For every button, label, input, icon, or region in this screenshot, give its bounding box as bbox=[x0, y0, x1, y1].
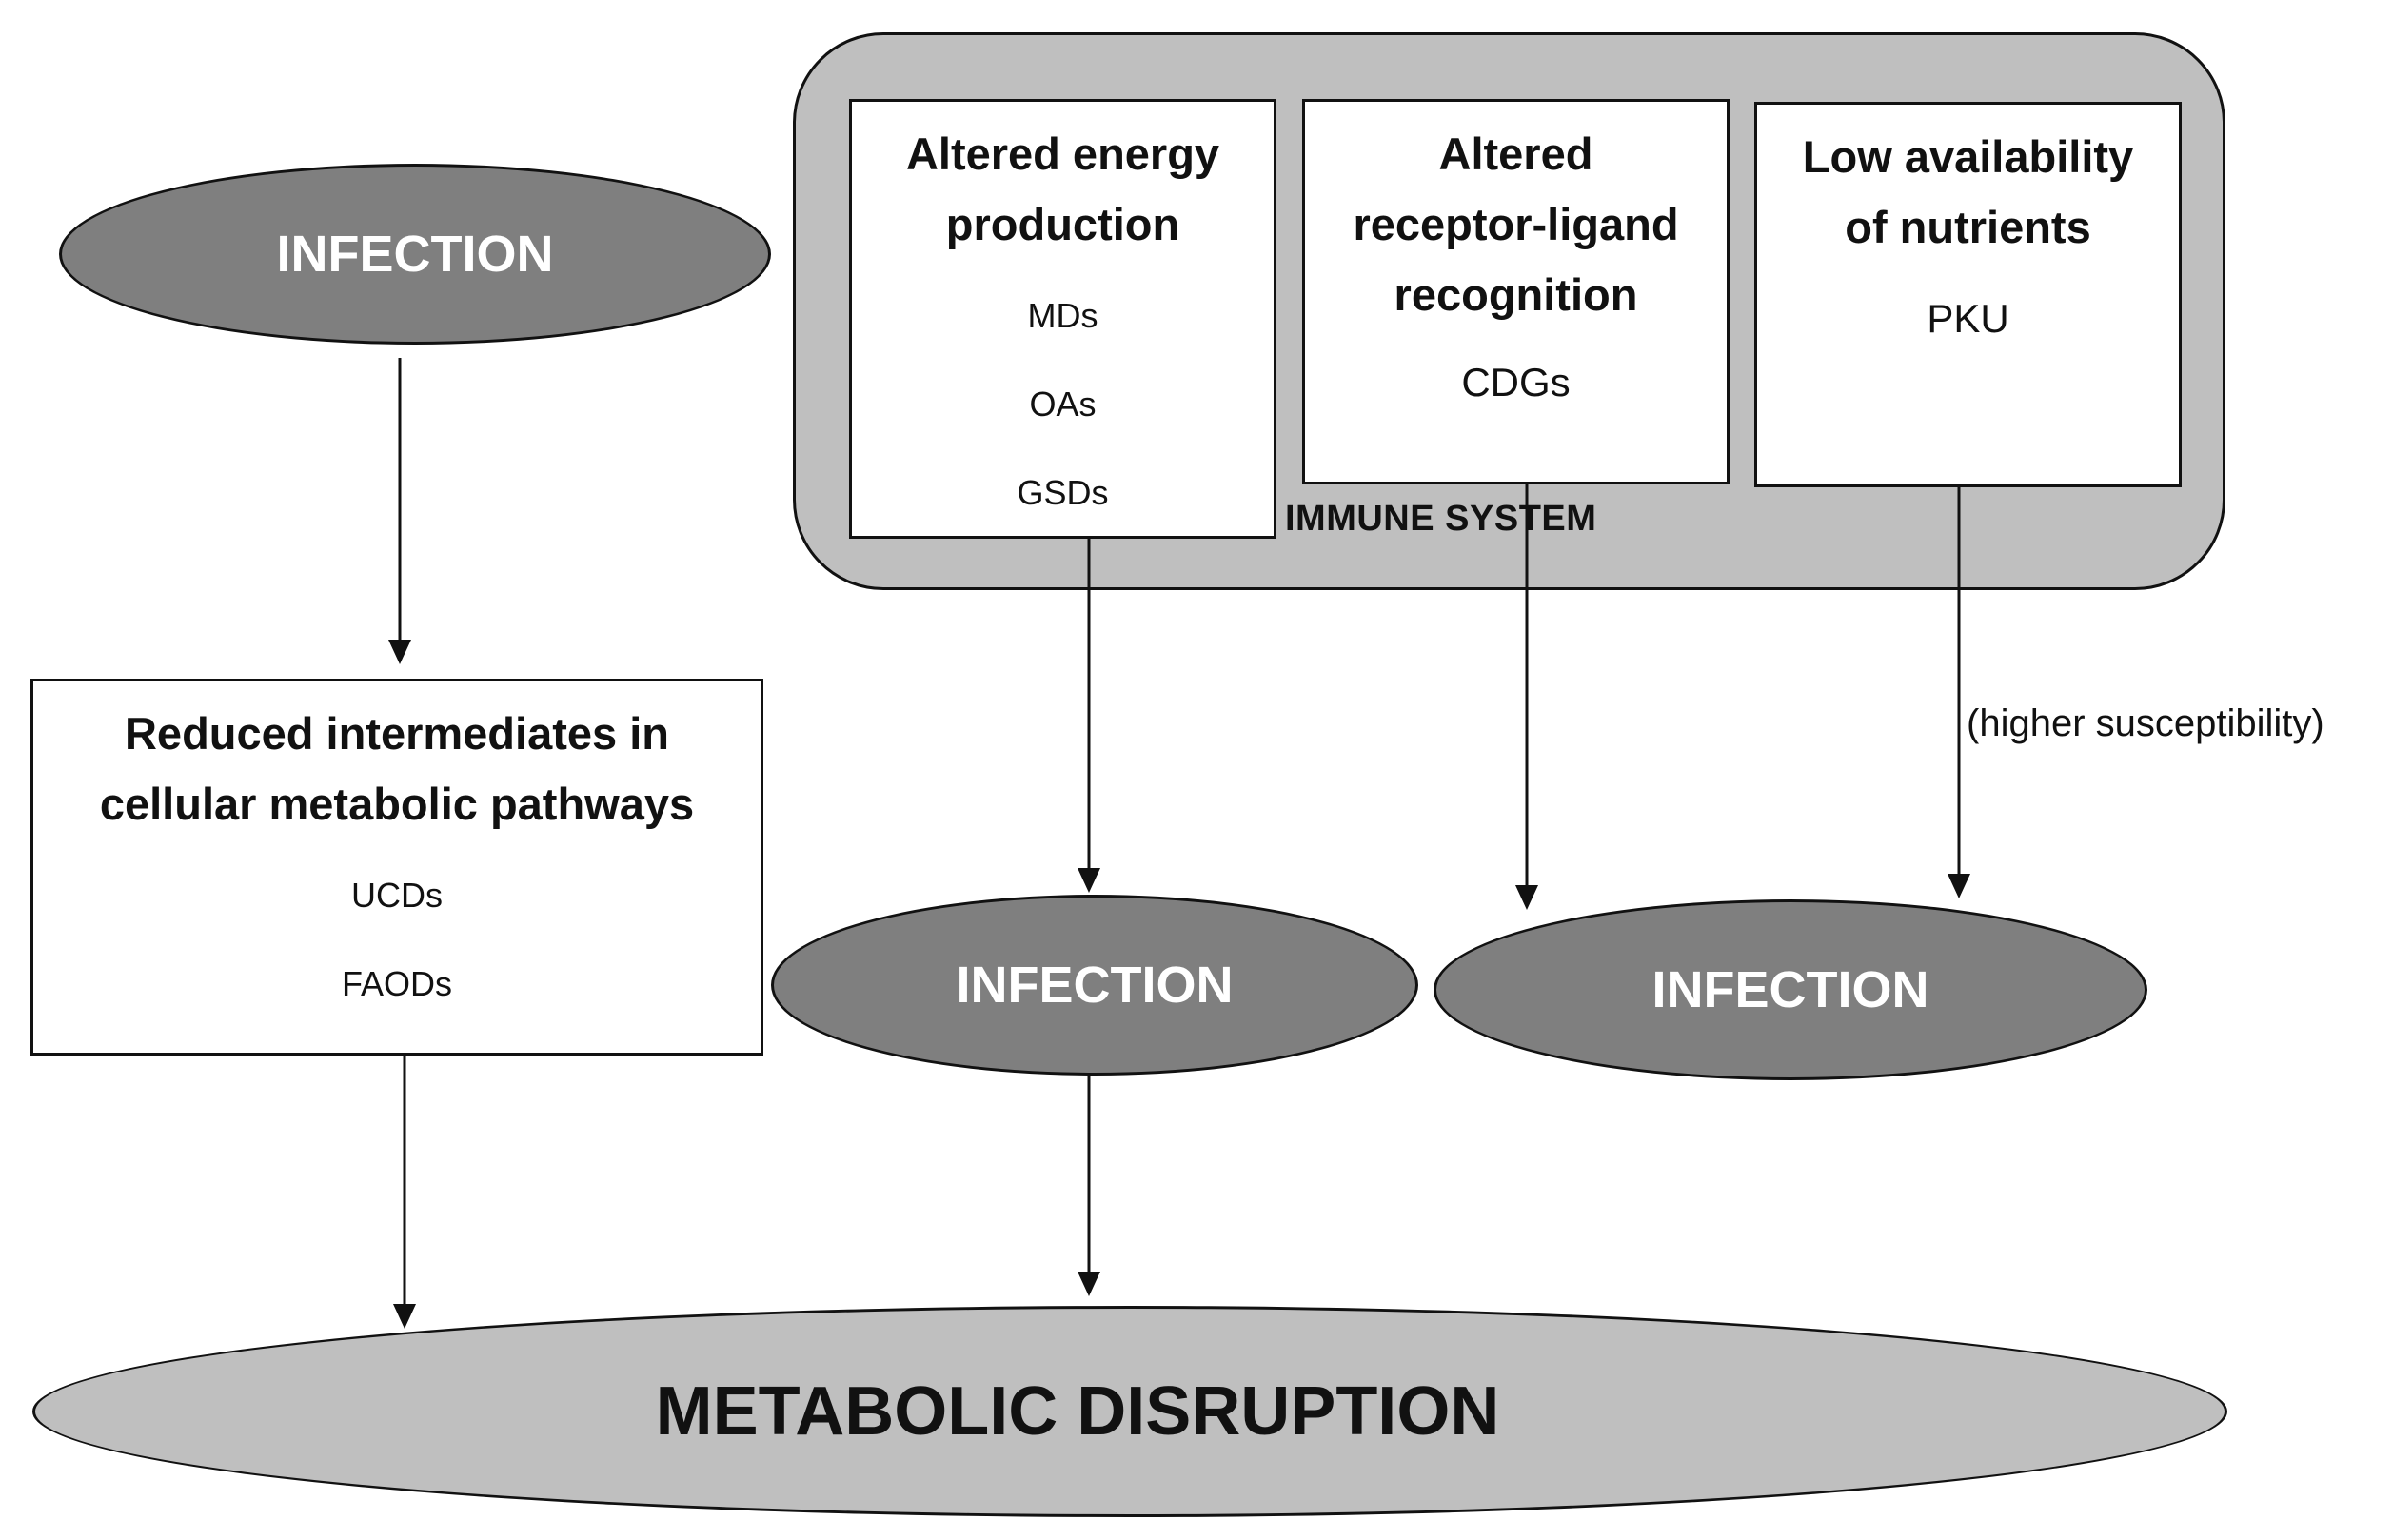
reduced-intermediates-box: Reduced intermediates in cellular metabo… bbox=[30, 679, 763, 1056]
nutrients-box: Low availability of nutrients PKU bbox=[1754, 102, 2182, 487]
reduced-item-ucds: UCDs bbox=[351, 876, 443, 915]
reduced-title-line1: Reduced intermediates in bbox=[124, 708, 669, 759]
infection-label-middle: INFECTION bbox=[956, 957, 1234, 1014]
infection-label-right: INFECTION bbox=[1651, 961, 1929, 1018]
reduced-title-line2: cellular metabolic pathways bbox=[99, 779, 695, 829]
infection-ellipse-right: INFECTION bbox=[1434, 899, 2147, 1080]
receptor-title-line3: recognition bbox=[1394, 269, 1638, 320]
arrowhead-reduced-to-metabolic bbox=[393, 1304, 416, 1329]
receptor-item-cdgs: CDGs bbox=[1461, 360, 1571, 405]
nutrients-title: Low availability of nutrients bbox=[1803, 122, 2133, 263]
arrowhead-infection-to-metabolic bbox=[1078, 1272, 1100, 1296]
reduced-intermediates-title: Reduced intermediates in cellular metabo… bbox=[100, 699, 694, 839]
energy-item-gsds: GSDs bbox=[1017, 473, 1109, 512]
energy-production-title: Altered energy production bbox=[906, 119, 1219, 260]
infection-ellipse-top-left: INFECTION bbox=[59, 164, 771, 345]
nutrients-title-line1: Low availability bbox=[1802, 131, 2134, 182]
energy-production-box: Altered energy production MDs OAs GSDs bbox=[849, 99, 1276, 539]
energy-item-mds: MDs bbox=[1027, 296, 1098, 335]
metabolic-disruption-label: METABOLIC DISRUPTION bbox=[655, 1373, 1500, 1450]
nutrients-title-line2: of nutrients bbox=[1845, 202, 2091, 252]
nutrients-item-pku: PKU bbox=[1927, 296, 2009, 341]
receptor-ligand-title: Altered receptor-ligand recognition bbox=[1353, 119, 1678, 330]
energy-title-line1: Altered energy bbox=[905, 128, 1220, 179]
metabolic-disruption-ellipse: METABOLIC DISRUPTION bbox=[32, 1306, 2227, 1517]
immune-system-label: IMMUNE SYSTEM bbox=[1285, 499, 1597, 539]
energy-item-oas: OAs bbox=[1029, 385, 1097, 424]
arrowhead-receptor-to-infection bbox=[1515, 885, 1538, 910]
receptor-title-line2: receptor-ligand bbox=[1353, 199, 1679, 249]
reduced-item-faods: FAODs bbox=[341, 964, 452, 1003]
receptor-ligand-box: Altered receptor-ligand recognition CDGs bbox=[1302, 99, 1730, 484]
susceptibility-annotation: (higher susceptibility) bbox=[1967, 702, 2324, 744]
arrowhead-infection-to-reduced bbox=[388, 640, 411, 664]
infection-ellipse-middle: INFECTION bbox=[771, 895, 1418, 1076]
energy-title-line2: production bbox=[945, 199, 1180, 249]
receptor-title-line1: Altered bbox=[1438, 128, 1593, 179]
arrowhead-energy-to-infection bbox=[1078, 868, 1100, 893]
arrowhead-nutrients-to-infection bbox=[1948, 874, 1970, 898]
infection-label-top-left: INFECTION bbox=[276, 226, 554, 283]
